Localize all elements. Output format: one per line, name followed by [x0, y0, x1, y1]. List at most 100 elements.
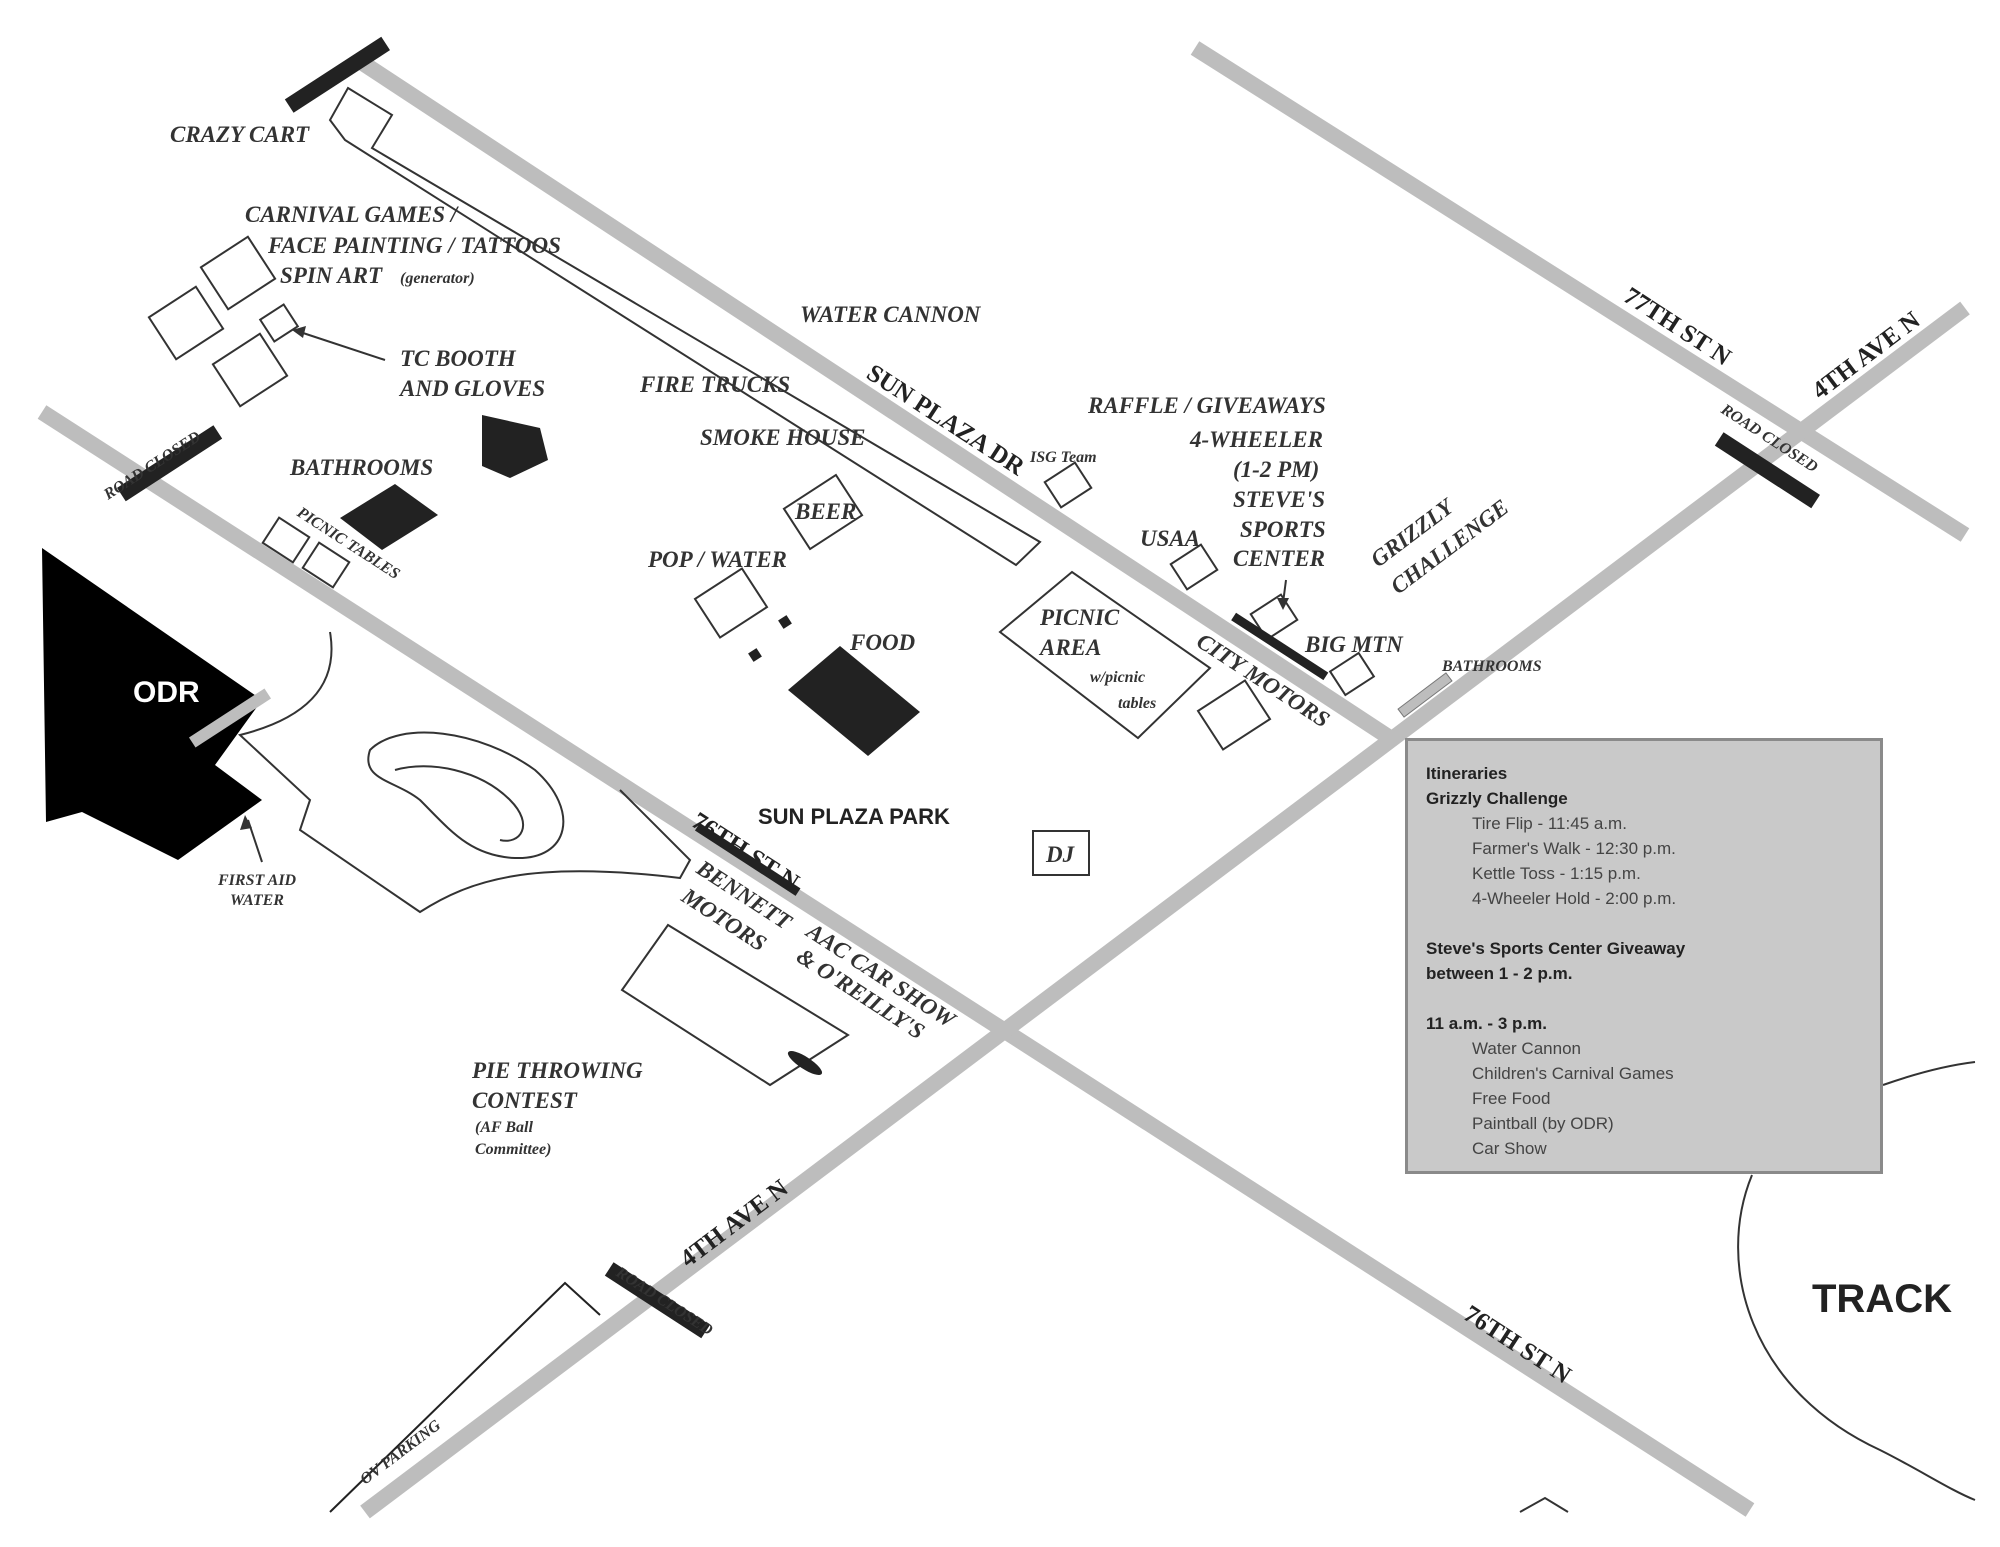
label-picnic-note-1: w/picnic	[1090, 669, 1145, 686]
label-picnic-note-2: tables	[1118, 695, 1156, 712]
first-aid-arrowhead	[240, 815, 252, 830]
legend-section-all-day: 11 a.m. - 3 p.m.	[1426, 1014, 1547, 1033]
label-smoke-house: SMOKE HOUSE	[700, 425, 866, 450]
odr-building	[42, 548, 262, 860]
label-fire-trucks: FIRE TRUCKS	[639, 372, 790, 397]
road-76th-st	[37, 405, 1755, 1517]
bennett-bar	[694, 822, 801, 896]
barricade-label-bottom: ROAD CLOSED	[612, 1264, 716, 1340]
park-path-loop	[367, 731, 565, 860]
label-pie-note-2: Committee)	[475, 1141, 551, 1158]
label-carnival: CARNIVAL GAMES /	[245, 202, 460, 227]
dj-box	[1032, 830, 1090, 876]
carnival-area	[147, 86, 1042, 589]
legend-section-steves: Steve's Sports Center Giveaway	[1426, 939, 1686, 958]
road-77th-st-top	[1190, 41, 1970, 542]
legend-item: Car Show	[1472, 1139, 1547, 1158]
legend-item: Farmer's Walk - 12:30 p.m.	[1472, 839, 1676, 858]
label-usaa: USAA	[1140, 526, 1200, 551]
label-bathrooms-left: BATHROOMS	[289, 455, 433, 480]
label-tc-booth: TC BOOTH	[400, 346, 517, 371]
steves-arrowhead	[1277, 598, 1289, 610]
label-face-painting: FACE PAINTING / TATTOOS	[267, 233, 561, 258]
label-pie-throwing: PIE THROWING	[471, 1058, 643, 1083]
booth-steves	[1249, 593, 1299, 641]
label-isg-team: ISG Team	[1029, 449, 1097, 466]
legend-item: Kettle Toss - 1:15 p.m.	[1472, 864, 1641, 883]
track-path-top	[1882, 1061, 1976, 1086]
label-raffle: RAFFLE / GIVEAWAYS	[1087, 393, 1326, 418]
label-water: WATER	[230, 892, 284, 909]
car-show-area	[620, 923, 850, 1087]
label-crazy-cart: CRAZY CART	[170, 122, 310, 147]
road-4th-ave	[360, 301, 1970, 1519]
booth-beer	[782, 473, 864, 551]
legend-item: Children's Carnival Games	[1472, 1064, 1674, 1083]
label-spin-art: SPIN ART	[280, 263, 383, 288]
legend-section-grizzly: Grizzly Challenge	[1426, 789, 1568, 808]
barricade-left	[116, 425, 223, 502]
label-food: FOOD	[849, 630, 916, 655]
dot-1	[778, 615, 792, 629]
label-picnic: PICNIC	[1039, 605, 1120, 630]
tc-booth-arrow	[299, 331, 386, 361]
roads	[37, 41, 1970, 1519]
booth-city-motors	[1196, 679, 1272, 751]
itinerary-legend: Itineraries Grizzly Challenge Tire Flip …	[1405, 738, 1883, 1174]
picnic-area	[998, 570, 1212, 740]
road-label-76th-st-bottom: 76TH ST N	[1459, 1300, 1576, 1389]
label-sun-plaza-park: SUN PLAZA PARK	[758, 804, 950, 829]
booth-picnic-tables-2	[301, 541, 351, 589]
food-building	[788, 646, 920, 756]
bathrooms-right-bar	[1397, 672, 1453, 718]
label-first-aid: FIRST AID	[217, 872, 297, 889]
dot-2	[748, 648, 762, 662]
legend-title: Itineraries	[1426, 764, 1508, 783]
city-motors-bar	[1231, 612, 1329, 681]
tc-booth-arrowhead	[292, 326, 306, 338]
road-label-4th-ave-bottom: 4TH AVE N	[675, 1175, 793, 1273]
label-pop-water: POP / WATER	[647, 547, 787, 572]
label-big-mtn: BIG MTN	[1304, 632, 1404, 657]
label-bathrooms-right: BATHROOMS	[1441, 658, 1542, 675]
bottom-corner-mark	[1519, 1496, 1569, 1513]
label-and-gloves: AND GLOVES	[398, 376, 545, 401]
label-dj: DJ	[1045, 842, 1076, 867]
label-pie-note-1: (AF Ball	[475, 1119, 534, 1136]
label-odr: ODR	[133, 676, 200, 709]
barricade-crazy-cart	[284, 36, 391, 113]
legend-item: Paintball (by ODR)	[1472, 1114, 1614, 1133]
booth-carnival-1	[199, 235, 277, 311]
booth-spin-art	[258, 303, 300, 343]
label-steves: STEVE'S	[1233, 487, 1325, 512]
label-spin-art-note: (generator)	[400, 270, 475, 287]
label-beer: BEER	[794, 499, 856, 524]
label-area: AREA	[1038, 635, 1101, 660]
booth-usaa	[1169, 543, 1219, 591]
legend-item: Tire Flip - 11:45 a.m.	[1472, 814, 1627, 833]
label-track: TRACK	[1812, 1277, 1952, 1321]
tc-booth-building	[482, 415, 548, 478]
legend-item: Water Cannon	[1472, 1039, 1581, 1058]
park-path-inner	[394, 765, 524, 842]
label-center: CENTER	[1233, 546, 1325, 571]
label-four-wheeler: 4-WHEELER	[1189, 427, 1323, 452]
park-path-outer	[237, 631, 692, 914]
booth-carnival-2	[147, 285, 225, 361]
booth-isg	[1043, 461, 1093, 509]
road-sun-plaza-dr	[350, 51, 1395, 745]
label-sports: SPORTS	[1240, 517, 1326, 542]
track-path-curve	[1737, 1174, 1976, 1501]
crazy-cart-lane	[328, 86, 1042, 567]
car-show-marker	[787, 1051, 823, 1075]
booth-big-mtn	[1328, 651, 1376, 697]
barricade-right	[1714, 432, 1821, 509]
legend-section-steves-time: between 1 - 2 p.m.	[1426, 964, 1573, 983]
odr-entrance-bar	[188, 688, 272, 748]
barricade-bottom	[604, 1262, 711, 1339]
label-water-cannon: WATER CANNON	[800, 302, 982, 327]
label-four-wheeler-time: (1-2 PM)	[1233, 457, 1319, 482]
booth-picnic-tables-1	[261, 516, 311, 564]
bathrooms-left-building	[340, 484, 438, 550]
